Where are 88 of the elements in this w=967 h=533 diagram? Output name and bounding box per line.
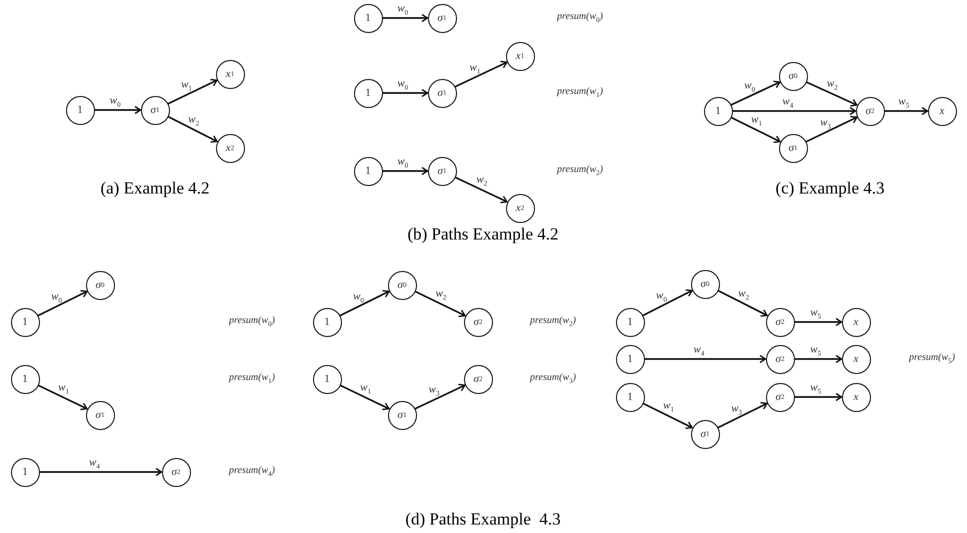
node-circle: 1 <box>616 382 644 412</box>
presum-label: presum(w$_{1}$) <box>557 87 603 99</box>
node-circle: x <box>842 308 870 336</box>
node-circle: x <box>842 344 870 374</box>
node-circle: 1 <box>312 364 342 394</box>
arrow <box>730 80 781 106</box>
node-circle: 1 <box>616 344 644 374</box>
node-circle: x <box>842 382 870 412</box>
arrow <box>642 289 693 316</box>
arrow <box>168 78 218 104</box>
edge-label: w$_{3}$ <box>731 402 742 416</box>
arrow <box>382 166 428 176</box>
edge-label: w$_{2}$ <box>476 174 488 188</box>
node-circle: x <box>928 96 956 126</box>
subfigure-caption: (a) Example 4.2 <box>100 180 210 196</box>
edge-label: w$_{4}$ <box>782 96 794 110</box>
presum-label: presum(w$_{2}$) <box>530 316 576 328</box>
subfigure-caption: (d) Paths Example 4.3 <box>405 510 561 528</box>
arrow <box>340 290 390 316</box>
presum-label: presum(w$_{3}$) <box>530 373 576 385</box>
presum-label: presum(w$_{5}$) <box>909 353 955 365</box>
edge-label: w$_{2}$ <box>188 114 200 128</box>
edge-label: w$_{2}$ <box>738 288 750 302</box>
node-circle: 1 <box>312 308 342 336</box>
node-circle: 1 <box>10 364 40 394</box>
presum-label: presum(w$_{0}$) <box>557 12 603 24</box>
arrow <box>40 468 162 476</box>
edge-label: w$_{5}$ <box>898 96 910 110</box>
edge-label: w$_{5}$ <box>810 382 822 396</box>
arrow <box>454 60 508 88</box>
presum-label: presum(w$_{1}$) <box>229 373 275 385</box>
edge-label: w$_{0}$ <box>397 3 408 17</box>
edge-label: w$_{2}$ <box>826 78 838 92</box>
arrow <box>414 290 466 318</box>
edge-label: w$_{0}$ <box>353 290 364 304</box>
node-circle: 1 <box>704 96 732 126</box>
arrow <box>94 106 142 114</box>
arrow <box>642 402 693 429</box>
arrow <box>644 354 766 364</box>
edge-label: w$_{4}$ <box>88 457 100 471</box>
presum-label: presum(w$_{2}$) <box>557 165 603 177</box>
edge-label: w$_{0}$ <box>656 290 667 304</box>
edge-label: w$_{1}$ <box>360 382 371 396</box>
subfigure-caption: (c) Example 4.3 <box>775 180 885 196</box>
arrow <box>732 106 856 116</box>
arrow <box>730 116 781 143</box>
arrow <box>340 384 390 410</box>
arrow <box>806 81 858 107</box>
arrow <box>382 88 428 98</box>
edge-label: w$_{0}$ <box>51 290 62 304</box>
node-circle: 1 <box>354 78 382 108</box>
subfigure-caption: (b) Paths Example 4.2 <box>407 226 559 242</box>
edge-label: w$_{5}$ <box>810 344 822 358</box>
arrow <box>806 116 858 142</box>
node-circle: 1 <box>354 4 382 32</box>
edge-label: w$_{0}$ <box>744 80 756 94</box>
edge-label: w$_{1}$ <box>58 382 69 396</box>
edge-label: w$_{1}$ <box>470 62 480 76</box>
edge-label: w$_{3}$ <box>428 384 440 398</box>
arrow <box>718 290 768 317</box>
arrow <box>382 14 428 22</box>
arrow <box>884 106 928 116</box>
arrow <box>168 116 218 143</box>
node-circle: 1 <box>354 156 382 186</box>
arrow <box>414 384 466 410</box>
edge-label: w$_{1}$ <box>663 400 674 414</box>
edge-label: w$_{2}$ <box>436 288 446 302</box>
arrow <box>454 176 508 204</box>
node-circle: 1 <box>10 458 40 486</box>
edge-label: w$_{0}$ <box>397 156 408 170</box>
node-circle: 1 <box>616 308 644 336</box>
arrow <box>794 392 842 402</box>
node-circle: 1 <box>66 96 94 124</box>
edge-label: w$_{4}$ <box>694 344 704 358</box>
edge-label: w$_{3}$ <box>820 116 831 130</box>
arrow <box>718 402 768 428</box>
arrow <box>38 290 88 316</box>
edge-label: w$_{0}$ <box>397 78 408 92</box>
arrow <box>38 384 88 410</box>
node-circle: 1 <box>10 308 40 336</box>
arrow <box>794 354 842 364</box>
edge-label: w$_{1}$ <box>181 79 192 93</box>
edge-label: w$_{0}$ <box>110 95 121 109</box>
presum-label: presum(w$_{0}$) <box>229 316 275 328</box>
edge-label: w$_{1}$ <box>751 114 762 128</box>
presum-label: presum(w$_{4}$) <box>229 466 275 478</box>
edge-label: w$_{5}$ <box>810 307 822 321</box>
arrow <box>794 318 842 326</box>
